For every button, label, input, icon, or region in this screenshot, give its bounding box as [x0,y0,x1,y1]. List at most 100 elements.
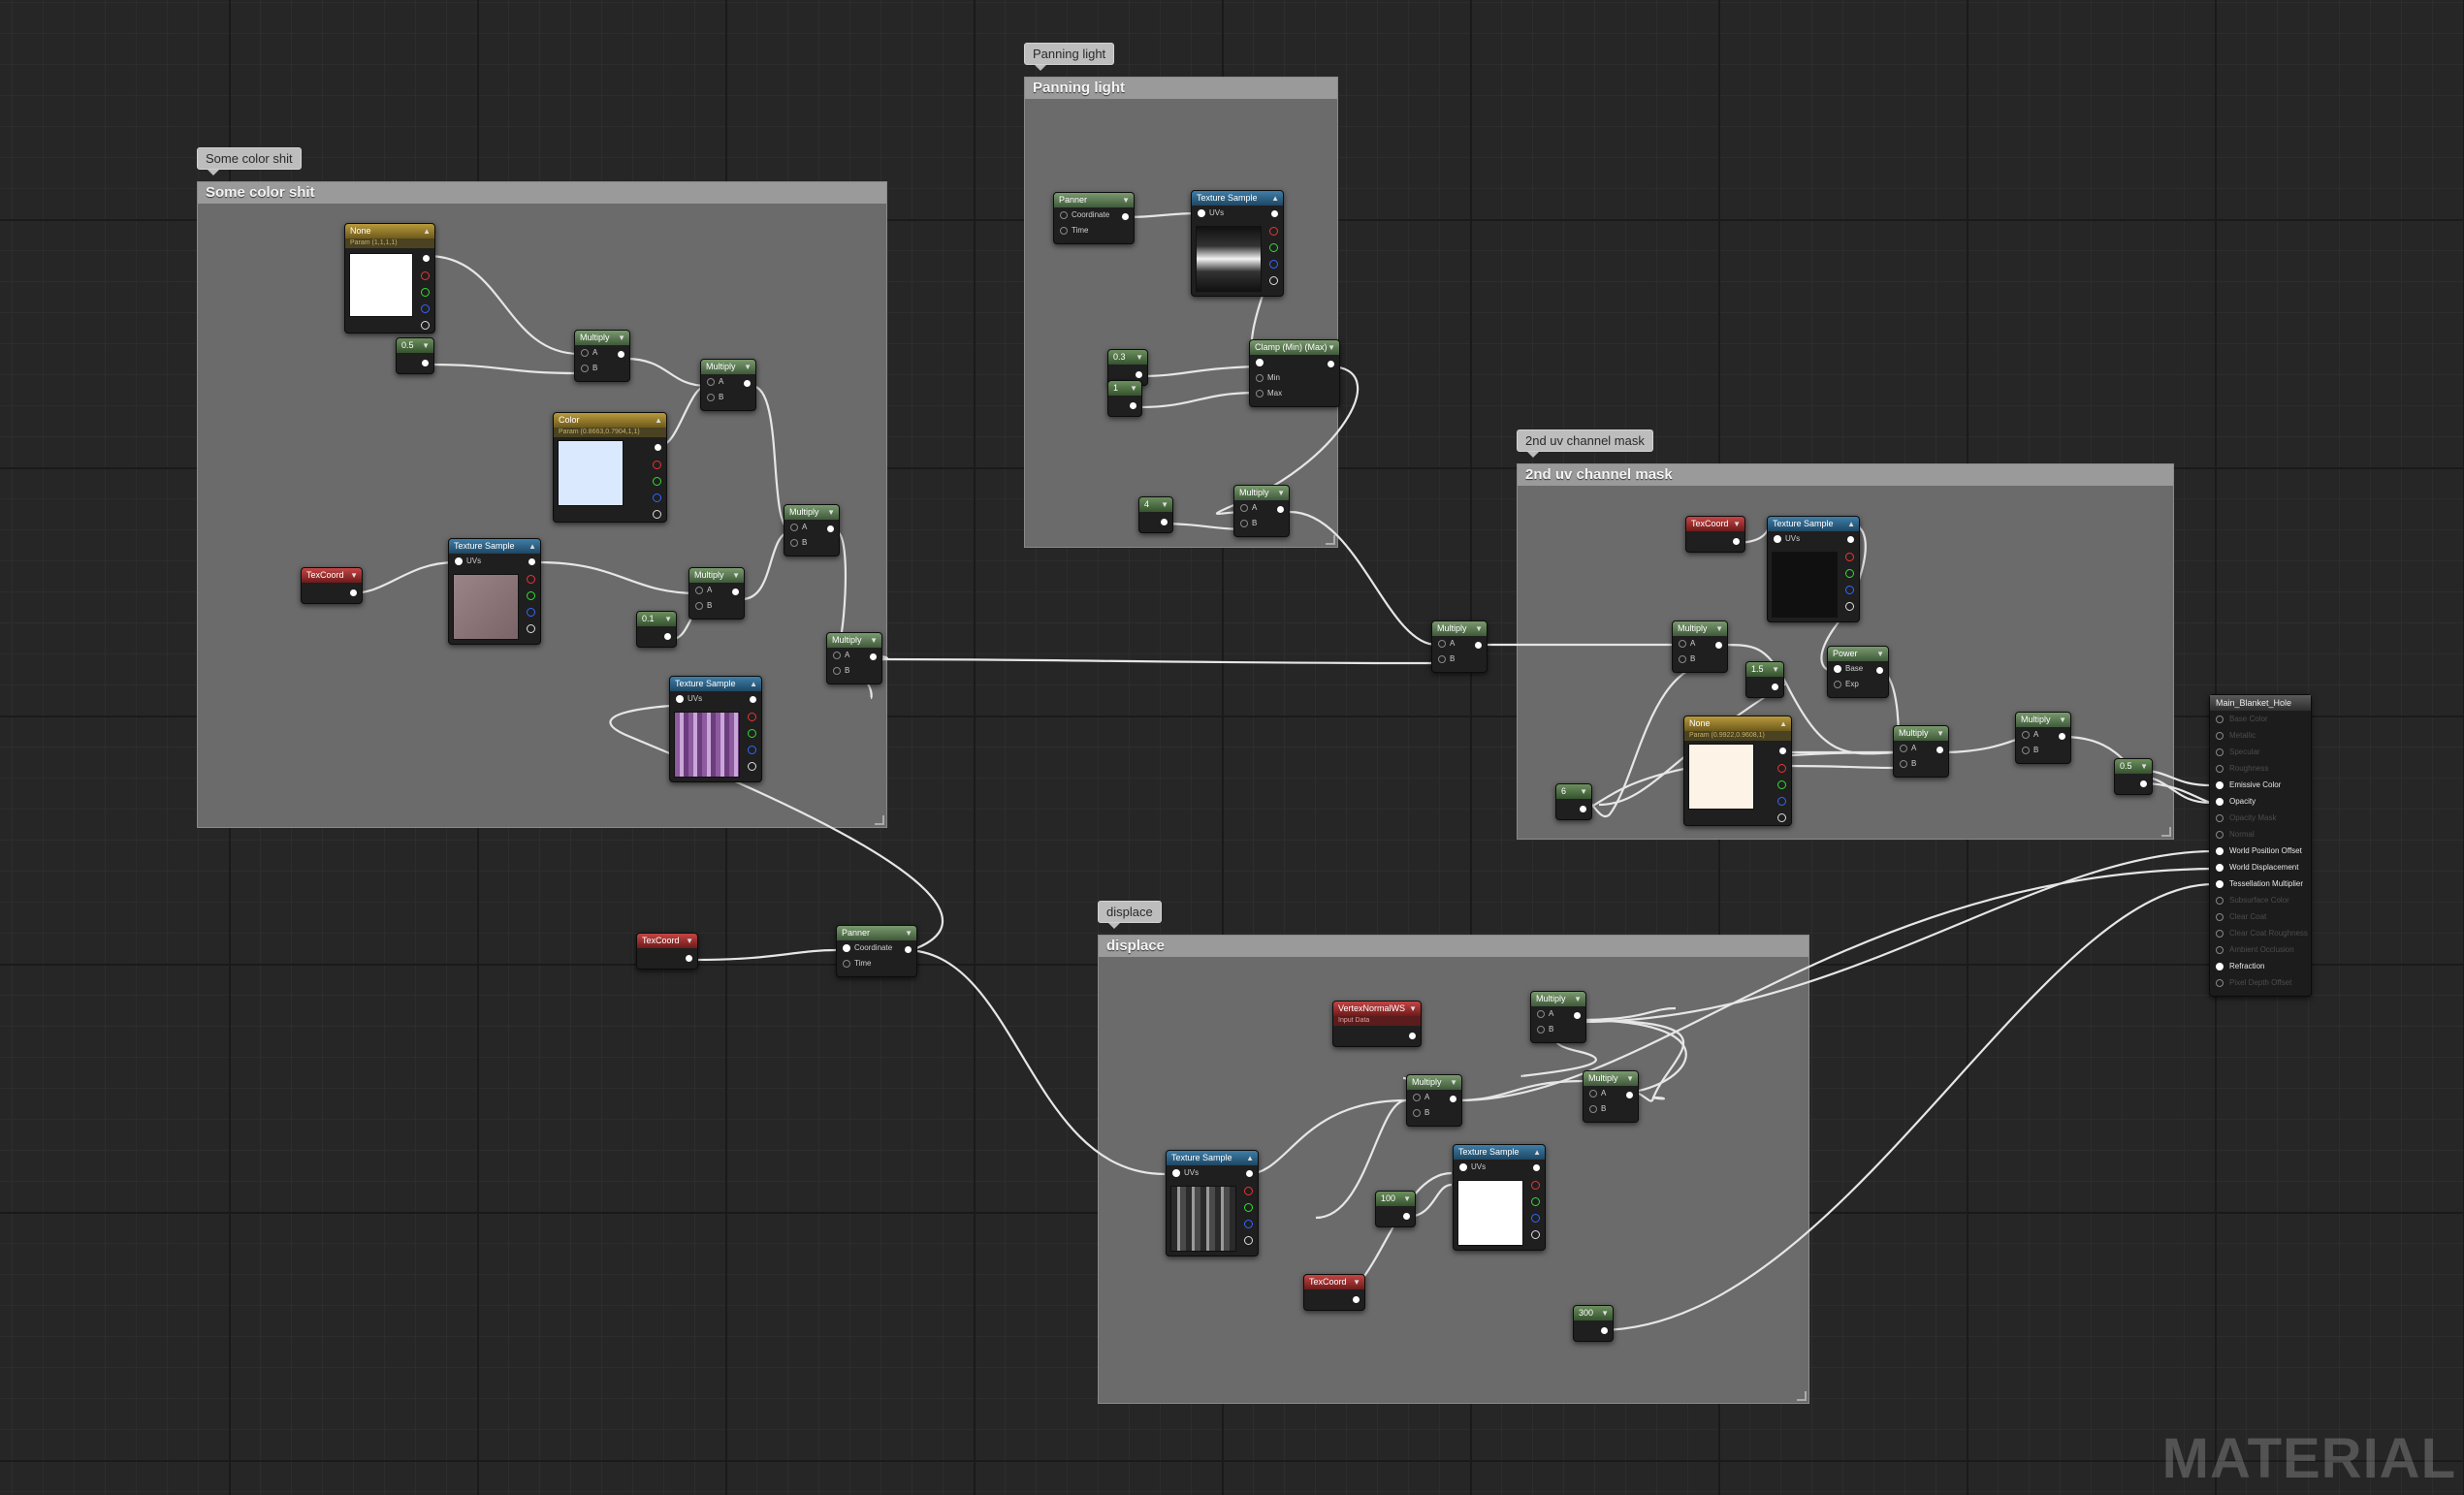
multiply-node[interactable]: Multiply▼ A B [1893,725,1949,778]
constant-node[interactable]: 6▼ [1555,783,1592,820]
multiply-node[interactable]: Multiply▼ A B [1530,991,1586,1043]
collapse-arrow-icon[interactable]: ▼ [1277,489,1285,497]
constant-node[interactable]: 4▼ [1138,496,1173,533]
collapse-arrow-icon[interactable]: ▼ [618,334,625,342]
output-pin[interactable] [1403,1213,1410,1220]
texture-sample-node[interactable]: Texture Sample▲ UVs [1191,190,1284,297]
input-pin-a[interactable] [1537,1009,1545,1018]
output-pin[interactable] [1847,536,1854,543]
power-node[interactable]: Power▼ Base Exp [1827,646,1889,698]
output-pin-b[interactable] [527,608,535,617]
comment-bubble-color[interactable]: Some color shit [197,147,302,175]
output-pin-b[interactable] [1777,797,1786,806]
input-pin[interactable] [2216,780,2224,789]
panner-node[interactable]: Panner▼ Coordinate Time [836,925,917,977]
input-pin-base[interactable] [1834,664,1841,673]
collapse-arrow-icon[interactable]: ▼ [744,363,752,371]
output-pin-r[interactable] [1244,1187,1253,1195]
texture-sample-node[interactable]: Texture Sample▲ UVs [669,676,762,782]
multiply-node[interactable]: Multiply▼ A B [700,359,756,411]
input-pin[interactable] [2216,764,2224,773]
output-pin-b[interactable] [421,304,430,313]
clamp-node[interactable]: Clamp (Min) (Max)▼ Min Max [1249,339,1340,407]
collapse-arrow-icon[interactable]: ▼ [1353,1278,1360,1287]
output-pin[interactable] [1779,748,1786,754]
collapse-arrow-icon[interactable]: ▼ [422,341,430,350]
input-pin-uvs[interactable] [1459,1162,1467,1171]
input-pin[interactable] [2216,863,2224,872]
input-pin[interactable] [2216,846,2224,855]
output-pin-g[interactable] [421,288,430,297]
collapse-arrow-icon[interactable]: ▼ [905,929,912,938]
collapse-arrow-icon[interactable]: ▼ [1626,1074,1634,1083]
collapse-arrow-icon[interactable]: ▼ [1574,995,1582,1003]
collapse-arrow-icon[interactable]: ▲ [1779,719,1787,728]
texcoord-node[interactable]: TexCoord▼ [1303,1274,1365,1311]
vector-param-node[interactable]: None▲ Param (1,1,1,1) [344,223,435,334]
input-pin-a[interactable] [1900,744,1907,752]
input-pin[interactable] [2216,929,2224,938]
input-pin-a[interactable] [1240,503,1248,512]
multiply-node[interactable]: Multiply▼ A B [1431,620,1488,673]
texture-sample-node[interactable]: Texture Sample▲ UVs [448,538,541,645]
input-pin[interactable] [2216,912,2224,921]
output-pin-g[interactable] [653,477,661,486]
collapse-arrow-icon[interactable]: ▲ [423,227,431,236]
output-pin-a[interactable] [1777,813,1786,822]
input-pin-b[interactable] [1240,519,1248,527]
input-pin-uvs[interactable] [1198,208,1205,217]
output-pin-g[interactable] [1531,1197,1540,1206]
result-pin-row[interactable]: Metallic [2210,727,2311,744]
output-pin[interactable] [1271,210,1278,217]
output-pin[interactable] [1574,1012,1581,1019]
input-pin[interactable] [2216,731,2224,740]
result-pin-row[interactable]: Subsurface Color [2210,892,2311,908]
input-pin-uvs[interactable] [455,557,463,565]
collapse-arrow-icon[interactable]: ▼ [732,571,740,580]
output-pin[interactable] [870,653,877,660]
result-pin-row[interactable]: Emissive Color [2210,777,2311,793]
input-pin-uvs[interactable] [1172,1168,1180,1177]
result-pin-row[interactable]: World Displacement [2210,859,2311,875]
output-pin[interactable] [422,360,429,366]
input-pin-b[interactable] [1900,759,1907,768]
multiply-node[interactable]: Multiply▼ A B [1406,1074,1462,1127]
output-pin[interactable] [1130,402,1136,409]
constant-node[interactable]: 100▼ [1375,1191,1416,1227]
input-pin-b[interactable] [1589,1104,1597,1113]
collapse-arrow-icon[interactable]: ▲ [1533,1148,1541,1157]
input-pin[interactable] [2216,813,2224,822]
collapse-arrow-icon[interactable]: ▲ [655,416,662,425]
output-pin-g[interactable] [1777,780,1786,789]
multiply-node[interactable]: Multiply▼ A B [1583,1070,1639,1123]
output-pin-a[interactable] [1845,602,1854,611]
output-pin-g[interactable] [1269,243,1278,252]
input-pin-a[interactable] [2022,730,2030,739]
input-pin-b[interactable] [1413,1108,1421,1117]
output-pin[interactable] [1715,642,1722,649]
output-pin-b[interactable] [653,493,661,502]
output-pin-g[interactable] [527,591,535,600]
output-pin[interactable] [1772,684,1778,690]
constant-node[interactable]: 0.5▼ [2114,758,2153,795]
collapse-arrow-icon[interactable]: ▼ [686,937,693,945]
output-pin[interactable] [744,380,751,387]
input-pin-b[interactable] [695,601,703,610]
output-pin-b[interactable] [1269,260,1278,269]
texture-sample-node[interactable]: Texture Sample▲ UVs [1166,1150,1259,1256]
output-pin[interactable] [1277,506,1284,513]
collapse-arrow-icon[interactable]: ▼ [827,508,835,517]
input-pin[interactable] [2216,797,2224,806]
input-pin[interactable] [2216,830,2224,839]
output-pin[interactable] [905,946,912,953]
result-pin-row[interactable]: Ambient Occlusion [2210,941,2311,958]
output-pin-g[interactable] [1244,1203,1253,1212]
result-pin-row[interactable]: Pixel Depth Offset [2210,974,2311,991]
texcoord-node[interactable]: TexCoord▼ [1685,516,1745,553]
collapse-arrow-icon[interactable]: ▼ [1475,624,1483,633]
input-pin[interactable] [2216,748,2224,756]
collapse-arrow-icon[interactable]: ▼ [1601,1309,1609,1318]
panner-node[interactable]: Panner▼ Coordinate Time [1053,192,1135,244]
output-pin[interactable] [2140,780,2147,787]
comment-title[interactable]: 2nd uv channel mask [1518,464,2173,486]
